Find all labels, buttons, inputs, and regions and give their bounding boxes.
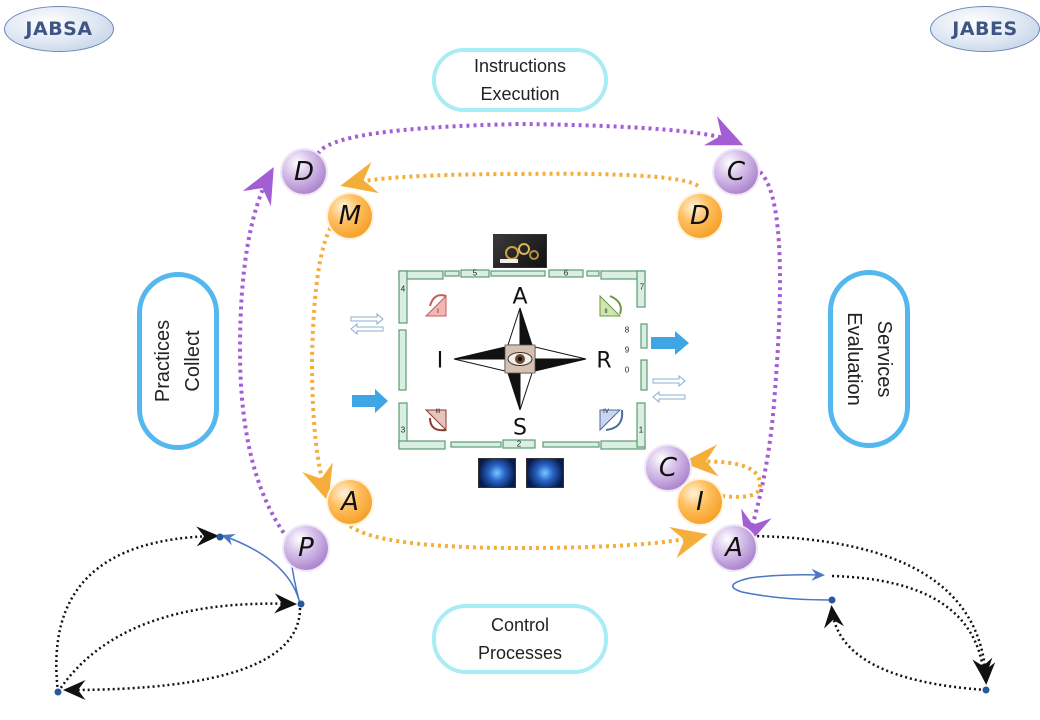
pill-bottom-line-1: Control — [490, 615, 550, 635]
blue-curve-right — [732, 568, 831, 601]
pill-top-line-1: Instructions — [473, 56, 567, 76]
node-outer-bottom-right: A — [712, 526, 756, 570]
quadrant-numeral-III: III — [435, 409, 441, 415]
node-inner-bottom-right: I — [678, 480, 722, 524]
pill-bottom-line-2: Processes — [477, 643, 563, 663]
quadrant-icon-III — [424, 409, 447, 432]
gears-image — [493, 234, 547, 268]
pill-top-line-2: Execution — [480, 84, 560, 104]
blue-arrow-in-left — [352, 389, 388, 413]
pill-right-line-2: Evaluation — [843, 312, 865, 406]
side-digit-8: 8 — [624, 325, 630, 335]
frame-number-7: 7 — [639, 282, 645, 292]
orange-path-left — [302, 220, 336, 502]
black-curve-left-1 — [55, 526, 219, 693]
black-curve-left-3 — [63, 607, 302, 700]
quadrant-icon-II — [599, 294, 622, 317]
pill-left-line-2: Collect — [182, 330, 204, 392]
node-loop-target: C — [646, 446, 690, 490]
side-digit-0: 0 — [624, 365, 630, 375]
orange-loop — [682, 444, 762, 499]
quadrant-icon-I — [424, 294, 447, 317]
blue-arrow-out-right — [651, 331, 689, 355]
compass-west-label: I — [436, 348, 444, 374]
central-frame — [398, 269, 648, 450]
control-processes-pill: Control Processes — [432, 604, 608, 674]
black-curve-right-2 — [831, 574, 993, 681]
node-inner-top-right: D — [678, 194, 722, 238]
quadrant-numeral-IV: IV — [603, 409, 609, 415]
jabsa-badge: JABSA — [4, 6, 114, 52]
quadrant-numeral-I: I — [437, 309, 439, 315]
quadrant-numeral-II: II — [604, 309, 608, 315]
node-inner-bottom-left: A — [328, 480, 372, 524]
pill-right-line-1: Services — [873, 320, 895, 398]
black-curve-right-1 — [751, 534, 996, 685]
frame-number-1: 1 — [638, 425, 644, 435]
purple-path-top — [316, 116, 744, 156]
compass-south-label: S — [513, 415, 527, 441]
purple-path-right — [741, 170, 782, 548]
frame-number-5: 5 — [472, 268, 478, 278]
instructions-execution-pill: Instructions Execution — [432, 48, 608, 112]
black-curve-left-2 — [56, 593, 297, 693]
frame-number-4: 4 — [400, 284, 406, 294]
eye-icon — [504, 344, 536, 374]
pill-left-line-1: Practices — [152, 319, 174, 403]
jabes-badge: JABES — [930, 6, 1040, 52]
frame-number-3: 3 — [400, 425, 406, 435]
orange-path-bottom — [348, 524, 708, 559]
black-curve-right-3 — [824, 605, 987, 692]
node-outer-top-left: D — [282, 150, 326, 194]
node-outer-top-right: C — [714, 150, 758, 194]
frame-number-2: 2 — [516, 439, 522, 449]
brain-image-right — [526, 458, 564, 488]
practices-collect-pill: Practices Collect — [137, 272, 219, 450]
frame-number-6: 6 — [563, 268, 569, 278]
brain-image-left — [478, 458, 516, 488]
side-digit-9: 9 — [624, 345, 630, 355]
compass-east-label: R — [596, 348, 612, 374]
outline-arrows — [350, 312, 686, 404]
services-evaluation-pill: Services Evaluation — [828, 270, 910, 448]
orange-path-top — [340, 161, 700, 194]
node-outer-bottom-left: P — [284, 526, 328, 570]
compass-north-label: A — [512, 284, 528, 310]
node-inner-top-left: M — [328, 194, 372, 238]
quadrant-icon-IV — [599, 409, 624, 432]
purple-path-left — [237, 166, 294, 546]
